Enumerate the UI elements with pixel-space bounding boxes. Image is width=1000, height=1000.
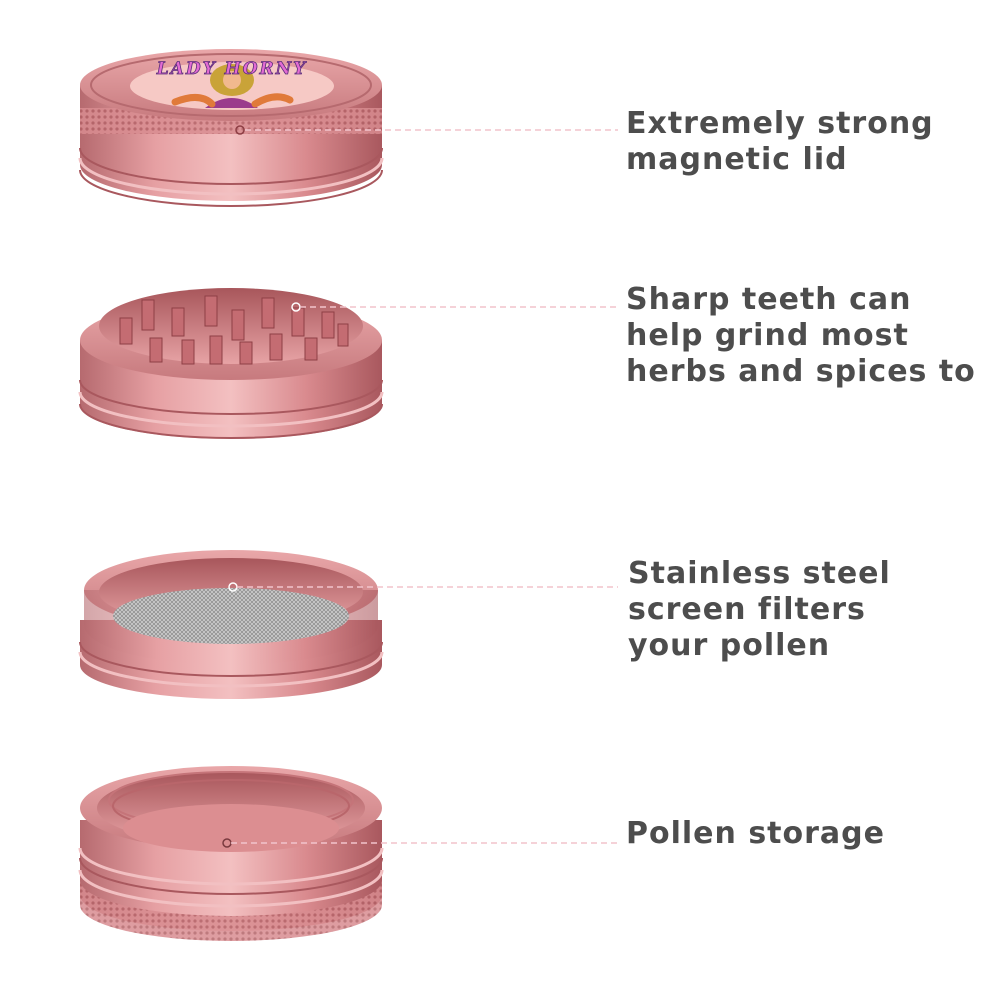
feature-label-magnetic-lid: Extremely strong magnetic lid xyxy=(626,106,934,177)
stainless-steel-screen xyxy=(113,588,349,644)
feature-label-sharp-teeth: Sharp teeth can help grind most herbs an… xyxy=(626,282,976,389)
feature-label-steel-screen: Stainless steel screen filters your poll… xyxy=(628,556,891,663)
grinder-pollen-storage xyxy=(78,766,384,941)
grinder-teeth-chamber xyxy=(78,288,384,439)
leader-lines xyxy=(231,129,618,844)
grinder-screen-chamber xyxy=(78,550,384,699)
feature-label-pollen-storage: Pollen storage xyxy=(626,816,885,851)
lid-logo-text: LADY HORNY xyxy=(156,59,308,79)
grinder-lid: LADY HORNY xyxy=(78,49,384,207)
